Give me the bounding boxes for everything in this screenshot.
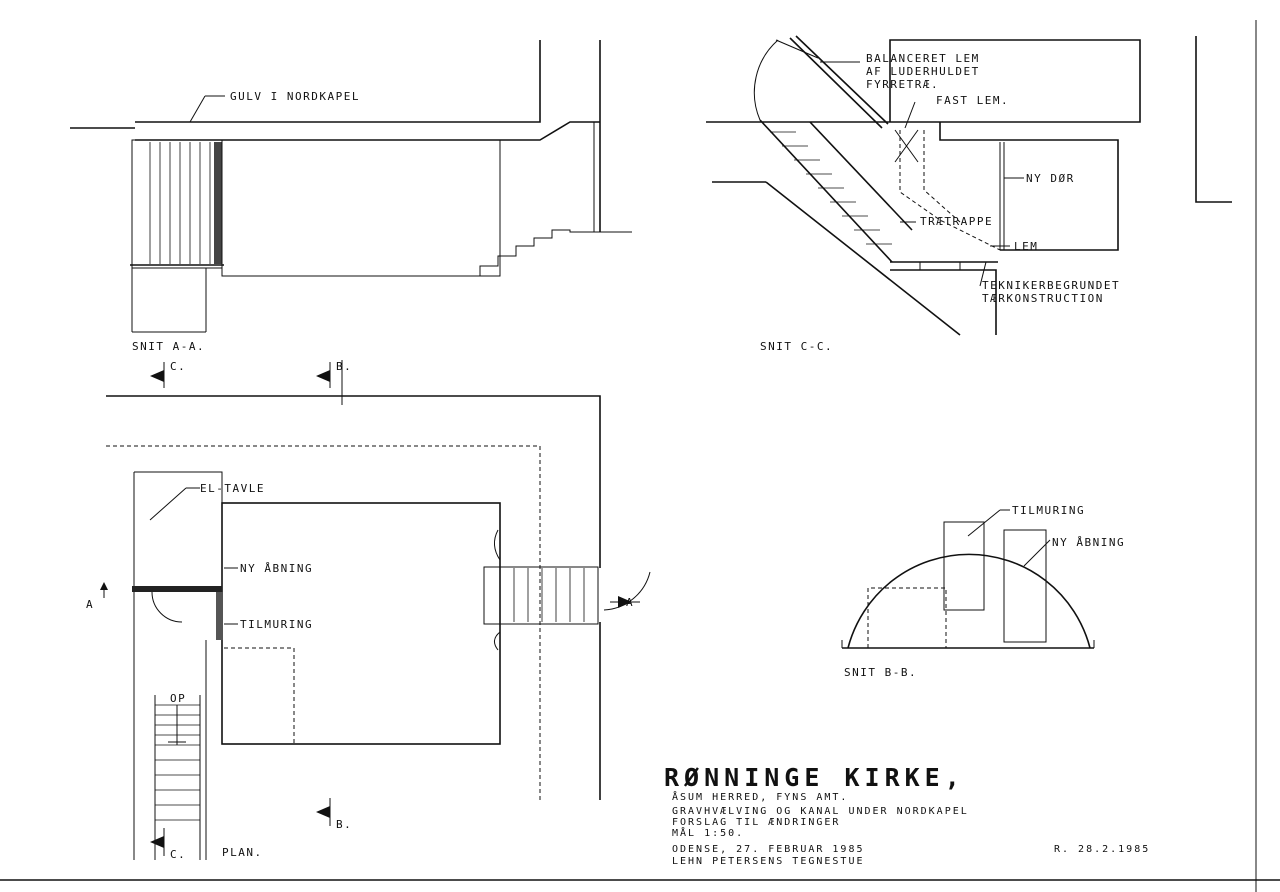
label-steps: TRÆTRAPPE [920,215,993,228]
label-new-door: NY DØR [1026,172,1075,185]
section-marker-b-bottom: B. [316,798,352,831]
caption-section-a-a: SNIT A-A. [132,340,205,353]
sheet-corner-mark [1195,36,1232,203]
plan-view: OP EL-TAVLE NY ÅBNING TILMURING PLAN. A … [86,360,651,861]
title-description-2: FORSLAG TIL ÆNDRINGER [672,817,840,828]
label-balanced-hatch-2: AF LUDERHULDET [866,65,980,78]
title-office: LEHN PETERSENS TEGNESTUE [672,856,865,867]
label-fixed-hatch: FAST LEM. [936,94,1009,107]
caption-plan: PLAN. [222,846,263,859]
label-hatch: LEM [1014,240,1038,253]
title-church: RØNNINGE KIRKE, [664,763,965,792]
section-marker-a: A [86,582,108,611]
section-marker-c-bottom: C. [150,828,186,861]
section-a-a-stair [470,229,632,277]
section-marker-c-top: C. [150,360,186,388]
section-b-b: TILMURING NY ÅBNING SNIT B-B. [841,504,1125,679]
section-c-c: BALANCERET LEM AF LUDERHULDET FYRRETRÆ. … [706,35,1141,353]
label-up: OP [170,692,186,705]
section-c-c-treads [770,131,892,245]
label-balanced-hatch-1: BALANCERET LEM [866,52,980,65]
title-block: RØNNINGE KIRKE, ÅSUM HERRED, FYNS AMT. G… [664,763,1150,867]
label-new-opening-plan: NY ÅBNING [240,562,313,575]
title-revision-date: R. 28.2.1985 [1054,844,1150,855]
label-walling-plan: TILMURING [240,618,313,631]
section-marker-b-top: B. [316,360,352,388]
label-truss-2: TÆRKONSTRUCTION [982,292,1104,305]
svg-text:C.: C. [170,360,186,373]
label-floor-nordkapel: GULV I NORDKAPEL [230,90,360,103]
label-balanced-hatch-3: FYRRETRÆ. [866,78,939,91]
label-el-panel: EL-TAVLE [200,482,265,495]
label-walling-section-b: TILMURING [1012,504,1085,517]
svg-text:B.: B. [336,818,352,831]
label-truss-1: TEKNIKERBEGRUNDET [982,279,1120,292]
caption-section-c-c: SNIT C-C. [760,340,833,353]
svg-text:A: A [86,598,94,611]
caption-section-b-b: SNIT B-B. [844,666,917,679]
section-a-a: GULV I NORDKAPEL SNIT A-A. [70,40,632,353]
title-place-date: ODENSE, 27. FEBRUAR 1985 [672,844,865,855]
title-scale: MÅL 1:50. [672,826,744,839]
title-district: ÅSUM HERRED, FYNS AMT. [672,790,848,803]
section-a-a-planking [149,142,211,264]
label-new-opening-section-b: NY ÅBNING [1052,536,1125,549]
section-marker-a-right: A [610,596,640,609]
plan-stair [154,695,201,860]
title-description-1: GRAVHVÆLVING OG KANAL UNDER NORDKAPEL [672,806,969,817]
svg-text:B.: B. [336,360,352,373]
svg-text:C.: C. [170,848,186,861]
svg-text:A: A [626,596,634,609]
